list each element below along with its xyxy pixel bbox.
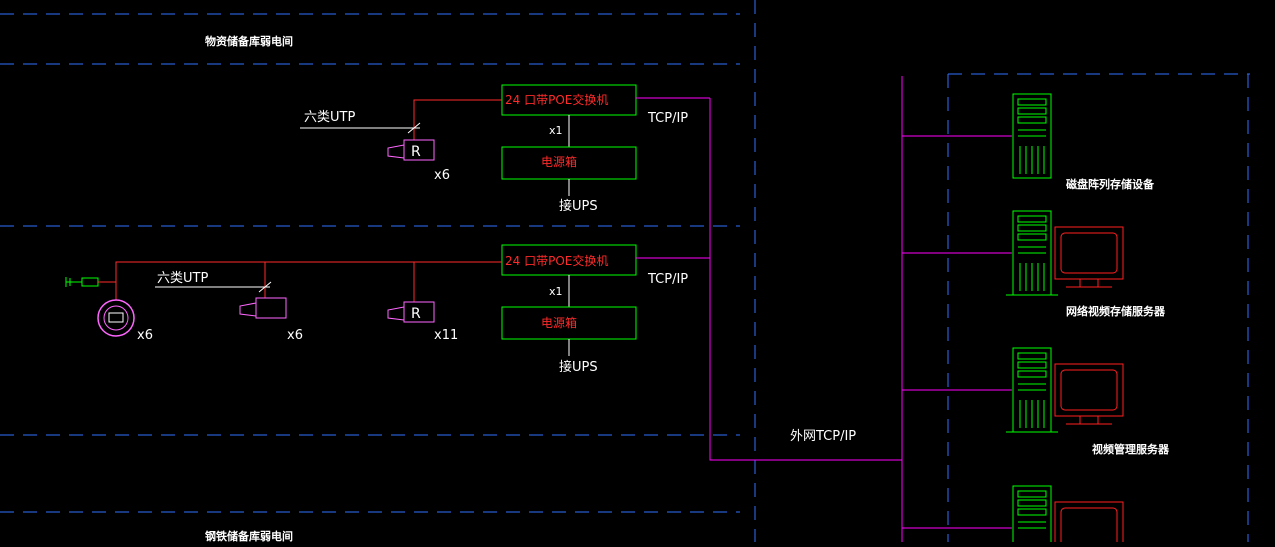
ground-symbol [65, 277, 116, 287]
tower-2-bay-1 [1017, 215, 1047, 223]
ptz-camera-lens-1 [387, 144, 405, 159]
ptz-camera-r-2: R [411, 306, 421, 322]
monitor-3 [1054, 501, 1124, 547]
camera-1-count: x6 [434, 168, 450, 183]
zone-title-top: 物资储备库弱电间 [205, 35, 293, 48]
zone-boundaries [0, 0, 1250, 542]
power-box-1-label: 电源箱 [541, 155, 578, 169]
zone-title-bottom: 钢铁储备库弱电间 [205, 530, 293, 543]
utp-label-1: 六类UTP [304, 110, 356, 125]
tcpip-2-label: TCP/IP [648, 272, 689, 287]
utp-tick-1 [407, 122, 421, 134]
monitor-1 [1054, 226, 1124, 288]
tower-2-bay-2 [1017, 224, 1047, 232]
monitor-3-screen [1060, 507, 1118, 547]
tower-1-bay-1 [1017, 98, 1047, 106]
server-tower-1 [1012, 93, 1052, 179]
tower-4-bay-1 [1017, 490, 1047, 498]
switch-block-2 [501, 244, 637, 356]
dome-camera-count: x6 [137, 328, 153, 343]
utp-cable-marks [155, 122, 421, 293]
tower-1-bay-3 [1017, 116, 1047, 124]
tcpip-1-label: TCP/IP [648, 111, 689, 126]
server-tower-2 [1006, 210, 1058, 296]
link-trunk [709, 98, 902, 461]
tower-4-bay-2 [1017, 499, 1047, 507]
monitor-3-frame [1054, 501, 1124, 547]
tower-4-case [1012, 485, 1052, 547]
dome-camera-lens [108, 312, 124, 323]
ptz-camera-r-1: R [411, 144, 421, 160]
power-box-2-label: 电源箱 [541, 316, 578, 330]
monitor-2-frame [1054, 363, 1124, 417]
tower-1-case [1012, 93, 1052, 179]
switch-2-label: 24 口带POE交换机 [505, 254, 609, 268]
monitor-2-screen [1060, 369, 1118, 411]
ups-2-label: 接UPS [559, 360, 598, 375]
dome-camera-outer [97, 299, 135, 337]
bullet-camera [239, 297, 287, 319]
tower-3-bay-3 [1017, 370, 1047, 378]
bullet-camera-body [255, 297, 287, 319]
tower-3-bay-2 [1017, 361, 1047, 369]
switch-1-qty: x1 [549, 124, 563, 137]
bullet-camera-count: x6 [287, 328, 303, 343]
switch-2-qty: x1 [549, 285, 563, 298]
utp-label-2: 六类UTP [157, 271, 209, 286]
camera-feeds [115, 99, 502, 302]
tower-1-bay-2 [1017, 107, 1047, 115]
ups-1-label: 接UPS [559, 199, 598, 214]
ptz-camera-count: x11 [434, 328, 459, 343]
dome-camera-inner [103, 305, 129, 331]
tcp-ip-links [636, 76, 1012, 542]
ptz-camera-lens-2 [387, 306, 405, 321]
monitor-1-screen [1060, 232, 1118, 274]
monitor-2 [1054, 363, 1124, 425]
nvr-server-label: 网络视频存储服务器 [1066, 305, 1165, 318]
ptz-camera-2: R [387, 301, 435, 323]
switch-1-label: 24 口带POE交换机 [505, 93, 609, 107]
ptz-camera-body-2 [403, 301, 435, 323]
ptz-camera-body-1 [403, 139, 435, 161]
vms-server-label: 视频管理服务器 [1092, 443, 1169, 456]
feed-line-2 [115, 261, 502, 282]
tower-4-bay-3 [1017, 508, 1047, 516]
wan-link-label: 外网TCP/IP [790, 429, 857, 444]
bullet-camera-lens [239, 302, 257, 317]
server-tower-3 [1006, 347, 1058, 433]
ground-fuse [81, 277, 99, 287]
tower-2-bay-3 [1017, 233, 1047, 241]
feed-line-1 [413, 99, 502, 140]
tower-3-bay-1 [1017, 352, 1047, 360]
server-tower-4 [1012, 485, 1052, 547]
dome-camera [97, 299, 135, 337]
ptz-camera-1: R [387, 139, 435, 161]
utp-tick-2 [258, 281, 272, 293]
disk-array-label: 磁盘阵列存储设备 [1066, 178, 1154, 191]
monitor-1-frame [1054, 226, 1124, 280]
